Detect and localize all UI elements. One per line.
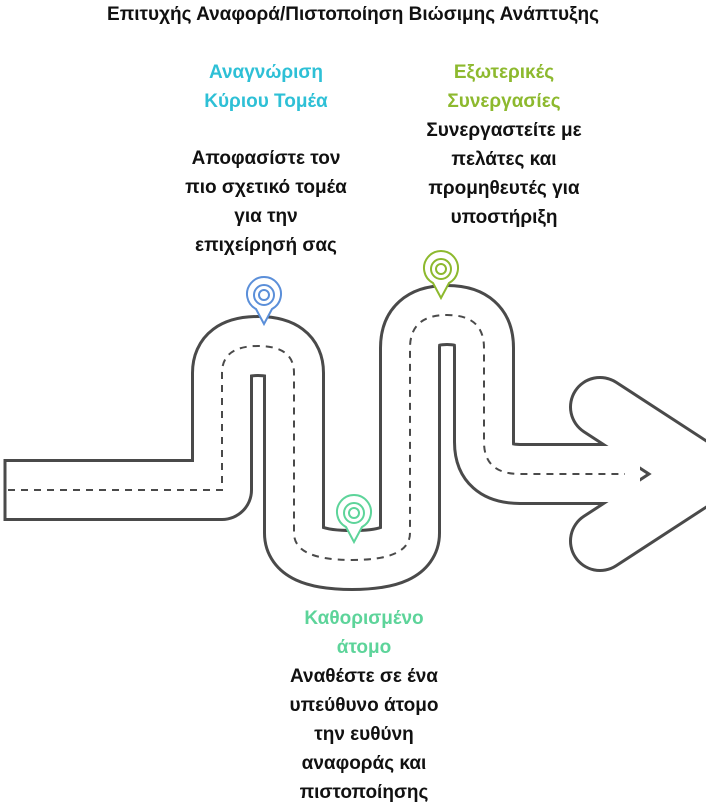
step-sector: Αναγνώριση Κύριου Τομέα Αποφασίστε τον π… bbox=[163, 58, 369, 260]
step-sector-description: Αποφασίστε τον πιο σχετικό τομέα για την… bbox=[185, 148, 347, 256]
step-person: Καθορισμένο άτομο Αναθέστε σε ένα υπεύθυ… bbox=[255, 604, 473, 807]
person-location-pin-icon bbox=[336, 494, 372, 545]
road-centre-line bbox=[8, 313, 625, 562]
step-partners-heading: Εξωτερικές Συνεργασίες bbox=[447, 62, 561, 112]
partners-location-pin-icon bbox=[423, 250, 459, 301]
step-partners-description: Συνεργαστείτε με πελάτες και προμηθευτές… bbox=[426, 120, 582, 228]
diagram-title: Επιτυχής Αναφορά/Πιστοποίηση Βιώσιμης Αν… bbox=[107, 4, 599, 25]
step-sector-heading: Αναγνώριση Κύριου Τομέα bbox=[204, 62, 328, 112]
road bbox=[3, 284, 706, 591]
step-partners: Εξωτερικές Συνεργασίες Συνεργαστείτε με … bbox=[396, 58, 612, 232]
step-person-description: Αναθέστε σε ένα υπεύθυνο άτομο την ευθύν… bbox=[289, 666, 439, 803]
sector-location-pin-icon bbox=[246, 276, 282, 327]
step-person-heading: Καθορισμένο άτομο bbox=[304, 608, 424, 658]
